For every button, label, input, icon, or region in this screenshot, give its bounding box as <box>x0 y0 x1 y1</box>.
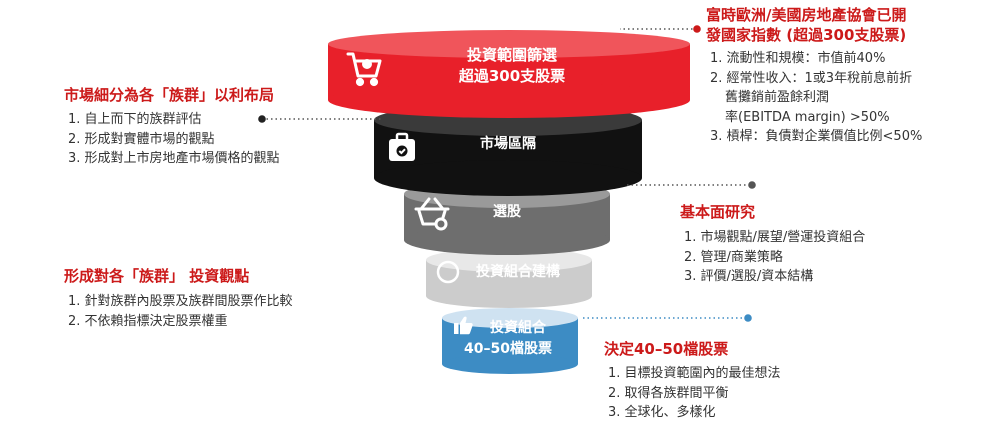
tier4-label: 投資組合建構 <box>476 263 560 280</box>
list-item: 2. 管理/商業策略 <box>684 249 783 265</box>
thumbs-up-icon <box>454 316 473 335</box>
list-item: 3. 全球化、多樣化 <box>608 405 716 420</box>
list-item: 1. 自上而下的族群評估 <box>68 112 202 127</box>
index-heading-line1: 富時歐洲/美國房地產協會已開 <box>706 6 907 24</box>
shopping-cart-icon <box>346 52 382 87</box>
list-item: 1. 針對族群內股票及族群間股票作比較 <box>68 294 293 309</box>
tier3-label: 選股 <box>493 204 522 220</box>
list-item: 1. 市場觀點/展望/營運投資組合 <box>684 230 866 245</box>
view-heading: 形成對各「族群」 投資觀點 <box>64 267 250 285</box>
list-item-continued: 率(EBITDA margin) >50% <box>725 109 890 125</box>
decide-heading: 決定40–50檔股票 <box>604 340 729 358</box>
list-item: 2. 經常性收入：1或3年稅前息前折 <box>710 70 913 86</box>
connector-lines <box>258 25 756 322</box>
tier5-line2: 40–50檔股票 <box>464 340 552 357</box>
view-list: 1. 針對族群內股票及族群間股票作比較 2. 不依賴指標決定股票權重 <box>68 292 293 331</box>
funnel-tier-screening <box>328 30 690 118</box>
tier2-label: 市場區隔 <box>480 135 536 152</box>
segment-heading: 市場細分為各「族群」以利布局 <box>64 86 275 104</box>
research-heading: 基本面研究 <box>680 203 756 221</box>
segment-list: 1. 自上而下的族群評估 2. 形成對實體市場的觀點 3. 形成對上市房地產市場… <box>68 110 280 169</box>
list-item: 2. 不依賴指標決定股票權重 <box>68 313 228 329</box>
research-list: 1. 市場觀點/展望/營運投資組合 2. 管理/商業策略 3. 評價/選股/資本… <box>684 228 865 287</box>
funnel-tier-construction <box>426 248 592 308</box>
funnel-tier-portfolio <box>442 308 578 374</box>
list-item: 1. 流動性和規模：市值前40% <box>710 51 886 66</box>
list-item: 1. 目標投資範圍內的最佳想法 <box>608 366 781 381</box>
list-item-continued: 舊攤銷前盈餘利潤 <box>725 90 830 105</box>
tier1-line1: 投資範圍篩選 <box>467 46 557 64</box>
list-item: 2. 取得各族群間平衡 <box>608 385 729 401</box>
index-list: 1. 流動性和規模：市值前40% 2. 經常性收入：1或3年稅前息前折 舊攤銷前… <box>710 49 922 147</box>
briefcase-check-icon <box>389 132 415 161</box>
list-item: 2. 形成對實體市場的觀點 <box>68 131 215 147</box>
tier1-line2: 超過300支股票 <box>458 67 565 85</box>
list-item: 3. 評價/選股/資本結構 <box>684 269 814 284</box>
basket-gear-icon <box>414 197 450 231</box>
list-item: 3. 形成對上市房地產市場價格的觀點 <box>68 151 280 166</box>
decide-list: 1. 目標投資範圍內的最佳想法 2. 取得各族群間平衡 3. 全球化、多樣化 <box>608 364 781 423</box>
list-item: 3. 槓桿：負債對企業價值比例<50% <box>710 129 923 144</box>
index-heading-line2: 發國家指數 (超過300支股票) <box>706 26 907 44</box>
dollar-coin-icon <box>436 260 460 284</box>
tier5-line1: 投資組合 <box>490 319 547 336</box>
